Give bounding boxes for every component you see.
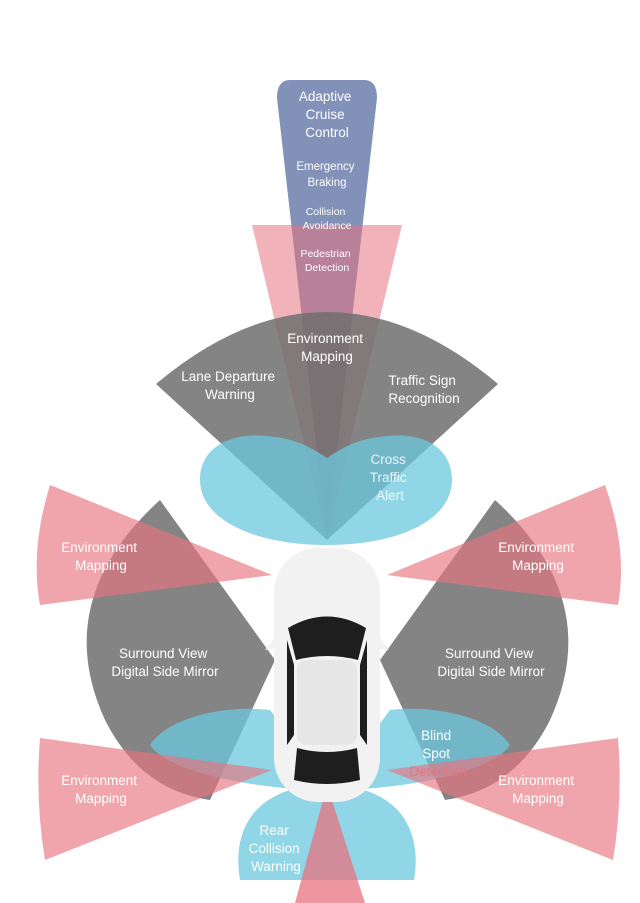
label-rear-collision-warning: Rear Collision Warning bbox=[249, 823, 304, 874]
left-rear-radar-zone bbox=[38, 738, 273, 860]
label-surround-view-left: Surround View Digital Side Mirror bbox=[111, 646, 219, 679]
label-blind-spot-detection: Blind Spot Detection bbox=[409, 728, 466, 779]
label-surround-view-right: Surround View Digital Side Mirror bbox=[437, 646, 545, 679]
label-environment-mapping-front: Environment Mapping bbox=[287, 331, 367, 364]
label-environment-mapping-left-front: Environment Mapping bbox=[61, 540, 141, 573]
car-top-view-icon bbox=[265, 548, 389, 802]
label-pedestrian-detection: Pedestrian Detection bbox=[300, 248, 353, 274]
label-environment-mapping-left-rear: Environment Mapping bbox=[61, 773, 141, 806]
label-adaptive-cruise-control: Adaptive Cruise Control bbox=[299, 89, 355, 140]
label-traffic-sign-recognition: Traffic Sign Recognition bbox=[388, 373, 459, 406]
right-rear-radar-zone bbox=[387, 738, 620, 860]
rear-radar-zone bbox=[295, 785, 365, 903]
label-collision-avoidance: Collision Avoidance bbox=[303, 206, 352, 232]
label-cross-traffic-alert: Cross Traffic Alert bbox=[370, 452, 411, 503]
label-environment-mapping-right-rear: Environment Mapping bbox=[498, 773, 578, 806]
label-environment-mapping-right-front: Environment Mapping bbox=[498, 540, 578, 573]
label-emergency-braking: Emergency Braking bbox=[296, 161, 357, 189]
front-camera-zone bbox=[156, 312, 498, 540]
label-lane-departure-warning: Lane Departure Warning bbox=[181, 369, 279, 402]
cross-traffic-alert-zone bbox=[200, 435, 452, 545]
right-front-radar-zone bbox=[387, 485, 622, 605]
left-front-radar-zone bbox=[36, 485, 273, 605]
